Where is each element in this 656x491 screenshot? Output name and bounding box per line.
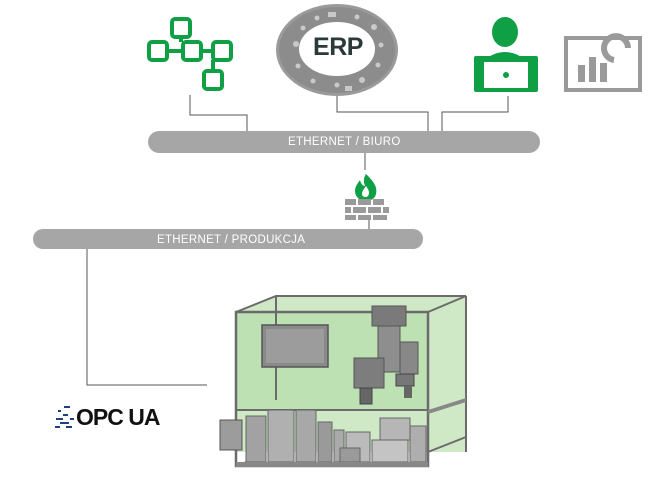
cnc-machine-cabinet (219, 295, 467, 468)
erp-ring-icon (276, 4, 398, 96)
firewall-icon (345, 174, 389, 220)
hierarchy-network-icon (147, 17, 233, 91)
connector-lines (86, 95, 509, 386)
erp-logo-text: ERP (313, 33, 363, 61)
opc-ua-logo (55, 406, 74, 428)
office-ethernet-bus (148, 131, 540, 153)
dashboard-chart-icon (564, 33, 642, 92)
production-ethernet-bus (33, 229, 423, 249)
opc-ua-logo-text: OPC UA (76, 404, 160, 430)
user-laptop-icon (474, 17, 538, 92)
office-network-label: ETHERNET / BIURO (288, 136, 401, 148)
production-network-label: ETHERNET / PRODUKCJA (157, 234, 306, 246)
